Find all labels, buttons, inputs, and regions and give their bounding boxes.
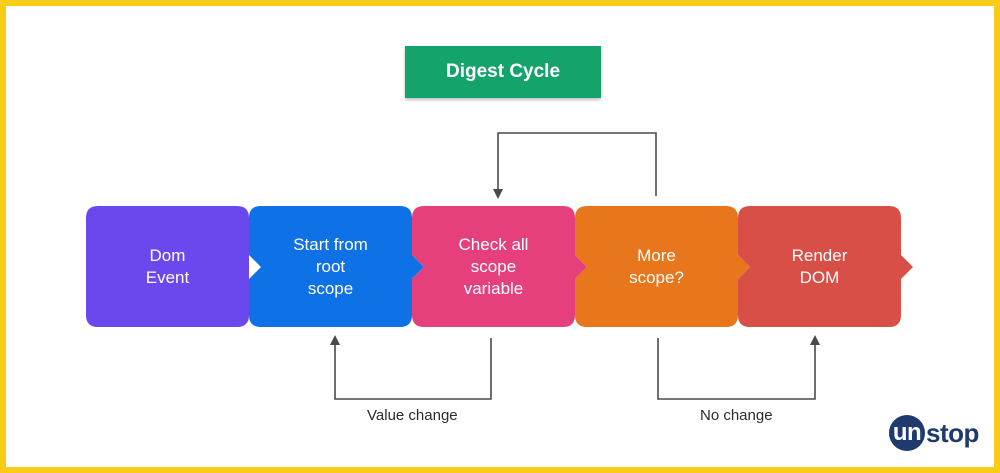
step-fill (412, 206, 587, 327)
step-check-all-scope-variable: Check all scope variable (412, 206, 587, 327)
logo-badge: un (889, 415, 925, 451)
edge-label-no-change: No change (700, 407, 773, 424)
step-start-from-root-scope: Start from root scope (249, 206, 424, 327)
step-fill (86, 206, 249, 327)
step-fill (575, 206, 750, 327)
step-fill (738, 206, 913, 327)
loop-back-arrow (493, 132, 657, 199)
step-more-scope: More scope? (575, 206, 750, 327)
edge-label-value-change: Value change (367, 407, 458, 424)
step-shape (738, 206, 913, 327)
step-dom-event: Dom Event (86, 206, 249, 327)
no-change-arrow (657, 335, 820, 400)
step-shape (575, 206, 750, 327)
step-shape (412, 206, 587, 327)
step-label: Render DOM (791, 245, 848, 287)
step-label: More scope? (629, 245, 684, 287)
logo-text: stop (926, 417, 979, 448)
step-shape (86, 206, 249, 327)
step-label: Start from root scope (293, 234, 368, 298)
unstop-logo: un stop (889, 415, 979, 451)
value-change-arrow (330, 335, 492, 400)
step-render-dom: Render DOM (738, 206, 913, 327)
step-shape (249, 206, 424, 327)
step-label: Dom Event (145, 245, 190, 287)
step-label: Check all scope variable (458, 234, 529, 298)
diagram-title: Digest Cycle (405, 46, 601, 98)
step-fill (249, 206, 424, 327)
